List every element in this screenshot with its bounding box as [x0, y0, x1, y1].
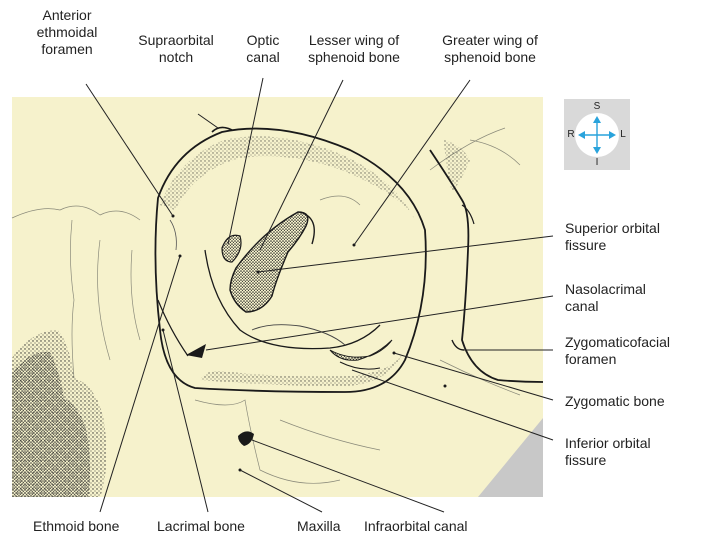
label-lacrimal-bone: Lacrimal bone [157, 518, 245, 534]
label-inferior-orbital-fissure: Inferior orbital fissure [565, 435, 651, 468]
label-maxilla: Maxilla [297, 518, 341, 534]
label-infraorbital-canal: Infraorbital canal [364, 518, 468, 534]
label-superior-orbital-fissure: Superior orbital fissure [565, 220, 660, 253]
label-lesser-wing: Lesser wing of sphenoid bone [308, 32, 400, 65]
orbit-rim [154, 127, 427, 393]
corner-shadow [478, 418, 543, 497]
medial-wall-line [157, 299, 189, 357]
label-greater-wing: Greater wing of sphenoid bone [442, 32, 538, 65]
inferior-orbital-fissure-shape [329, 339, 393, 361]
label-supraorbital-notch: Supraorbital notch [138, 32, 214, 65]
zygomaticofacial-foramen-shape [451, 339, 465, 351]
zygomatic-edge [461, 204, 475, 225]
lesser-wing-curve [299, 211, 315, 245]
compass-arrows [578, 116, 616, 154]
inner-orbit-contour [204, 249, 381, 350]
compass-inferior-label: I [595, 157, 599, 168]
label-nasolacrimal-canal: Nasolacrimal canal [565, 281, 646, 314]
leader-lines [85, 77, 554, 513]
nasolacrimal-arrow [186, 344, 206, 358]
compass-right-label: R [567, 129, 575, 140]
infraorbital-canal-shape [238, 431, 254, 446]
label-ethmoid-bone: Ethmoid bone [33, 518, 120, 534]
inferior-fissure-line [339, 361, 381, 370]
inner-orbit-contour-2 [251, 324, 346, 346]
label-zygomatic-bone: Zygomatic bone [565, 393, 665, 409]
zygomatic-outline [429, 149, 544, 383]
supraorbital-notch [211, 126, 233, 133]
compass-left-label: L [620, 129, 626, 140]
ethmoid-stipple-dark [12, 351, 90, 497]
zygomatic-stipple [444, 140, 470, 192]
label-optic-canal: Optic canal [246, 32, 280, 65]
medial-wall-line-2 [169, 219, 177, 251]
rim-shading-bottom [200, 355, 402, 386]
compass-superior-label: S [593, 101, 601, 112]
rim-shading-top [160, 136, 415, 220]
superior-orbital-fissure-shape [229, 211, 309, 313]
label-anterior-ethmoidal-foramen: Anterior ethmoidal foramen [36, 7, 98, 57]
label-zygomaticofacial-foramen: Zygomaticofacial foramen [565, 334, 671, 367]
